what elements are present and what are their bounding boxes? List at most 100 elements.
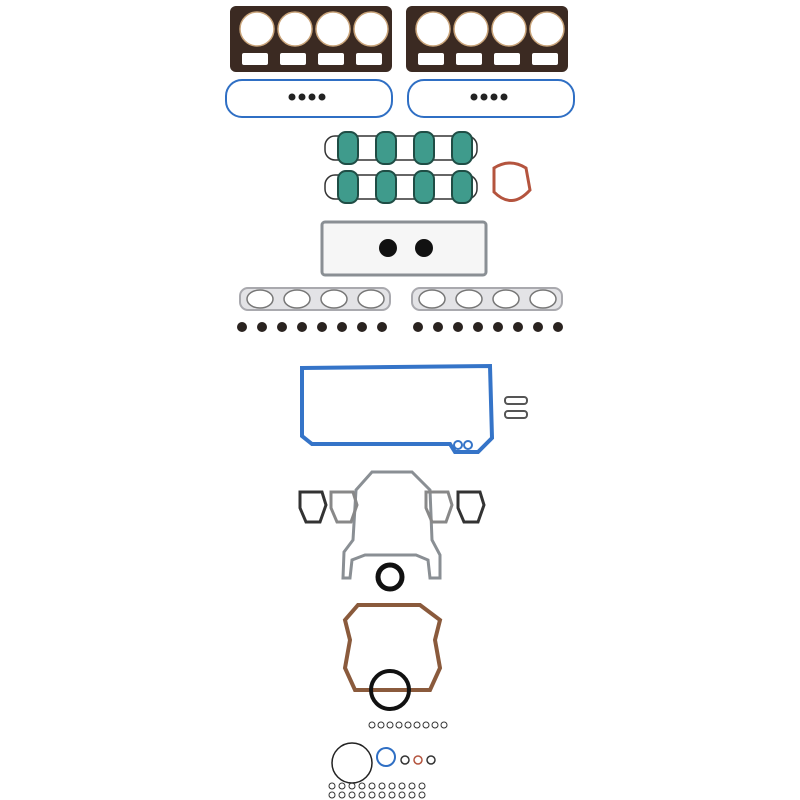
grommet (500, 93, 508, 101)
valley-cover-gasket (320, 220, 488, 277)
small-o-ring (398, 791, 406, 799)
exhaust-port (455, 289, 483, 309)
valve-cover-gaskets (225, 79, 575, 118)
coolant-port (242, 53, 268, 65)
bore-hole (491, 11, 527, 47)
valve-seal (493, 322, 503, 332)
small-o-ring (358, 791, 366, 799)
small-o-ring (440, 721, 448, 729)
bore-hole (353, 11, 389, 47)
small-o-ring (386, 721, 394, 729)
small-o-ring (377, 721, 385, 729)
exhaust-port (418, 289, 446, 309)
valve-seal (237, 322, 247, 332)
small-o-ring (348, 791, 356, 799)
valve-seal (433, 322, 443, 332)
exhaust-port (492, 289, 520, 309)
small-o-ring (418, 791, 426, 799)
front-cover-gasket (341, 470, 442, 592)
thermostat-gasket (492, 161, 532, 202)
o-rings (328, 721, 448, 799)
exhaust-port (320, 289, 348, 309)
exhaust-port (246, 289, 274, 309)
grommet (308, 93, 316, 101)
small-o-ring (388, 791, 396, 799)
intake-carrier (324, 174, 478, 200)
seal-ring (415, 239, 433, 257)
small-o-ring (431, 721, 439, 729)
small-o-ring (378, 782, 386, 790)
valve-seal (337, 322, 347, 332)
small-o-ring (328, 791, 336, 799)
small-o-ring (338, 782, 346, 790)
exhaust-port (357, 289, 385, 309)
small-o-ring (378, 791, 386, 799)
valve-seal (277, 322, 287, 332)
coolant-port (456, 53, 482, 65)
grommet (490, 93, 498, 101)
small-o-ring (404, 721, 412, 729)
small-o-ring (358, 782, 366, 790)
water-pump-gaskets (298, 490, 486, 524)
coolant-port (418, 53, 444, 65)
oil-pan-gasket (300, 363, 495, 454)
water-pump-gasket (456, 490, 486, 524)
intake-port-seal (451, 170, 473, 204)
valve-seal (357, 322, 367, 332)
small-o-ring (368, 791, 376, 799)
exhaust-manifold-gaskets (239, 287, 563, 311)
coolant-port (532, 53, 558, 65)
small-gaskets-right (504, 396, 528, 419)
seal-ring (379, 239, 397, 257)
coolant-port (494, 53, 520, 65)
intake-port-seal (413, 131, 435, 165)
bore-hole (277, 11, 313, 47)
small-o-ring (388, 782, 396, 790)
valve-seal (533, 322, 543, 332)
small-o-ring (408, 791, 416, 799)
grommet (480, 93, 488, 101)
water-pump-gasket (298, 490, 328, 524)
coolant-port (318, 53, 344, 65)
grommet (288, 93, 296, 101)
small-o-ring (368, 721, 376, 729)
grommet (298, 93, 306, 101)
small-o-ring (348, 782, 356, 790)
bore-hole (529, 11, 565, 47)
intake-port-seal (451, 131, 473, 165)
small-o-ring (368, 782, 376, 790)
cylinder-head-gaskets (230, 6, 568, 72)
bore-hole (453, 11, 489, 47)
exhaust-port (283, 289, 311, 309)
grommet (470, 93, 478, 101)
small-o-ring (398, 782, 406, 790)
small-o-ring (408, 782, 416, 790)
valve-seal (553, 322, 563, 332)
grommet (318, 93, 326, 101)
small-o-ring (413, 721, 421, 729)
intake-port-seal (337, 170, 359, 204)
intake-manifold-gaskets (324, 131, 478, 204)
water-pump-gasket (424, 490, 454, 524)
water-pump-gasket (329, 490, 359, 524)
small-o-ring (338, 791, 346, 799)
small-o-ring (395, 721, 403, 729)
intake-port-seal (413, 170, 435, 204)
exhaust-gasket (239, 287, 391, 311)
valve-seal (317, 322, 327, 332)
bore-hole (239, 11, 275, 47)
valve-seal (413, 322, 423, 332)
front-crank-seal (375, 562, 405, 592)
intake-port-seal (337, 131, 359, 165)
valve-seal (473, 322, 483, 332)
exhaust-gasket (411, 287, 563, 311)
valve-cover-gasket (407, 79, 575, 118)
small-o-ring (422, 721, 430, 729)
coolant-port (356, 53, 382, 65)
bore-hole (315, 11, 351, 47)
intake-port-seal (375, 170, 397, 204)
rear-main-seal (369, 669, 411, 711)
valve-stem-seals (237, 322, 563, 332)
valve-seal (453, 322, 463, 332)
